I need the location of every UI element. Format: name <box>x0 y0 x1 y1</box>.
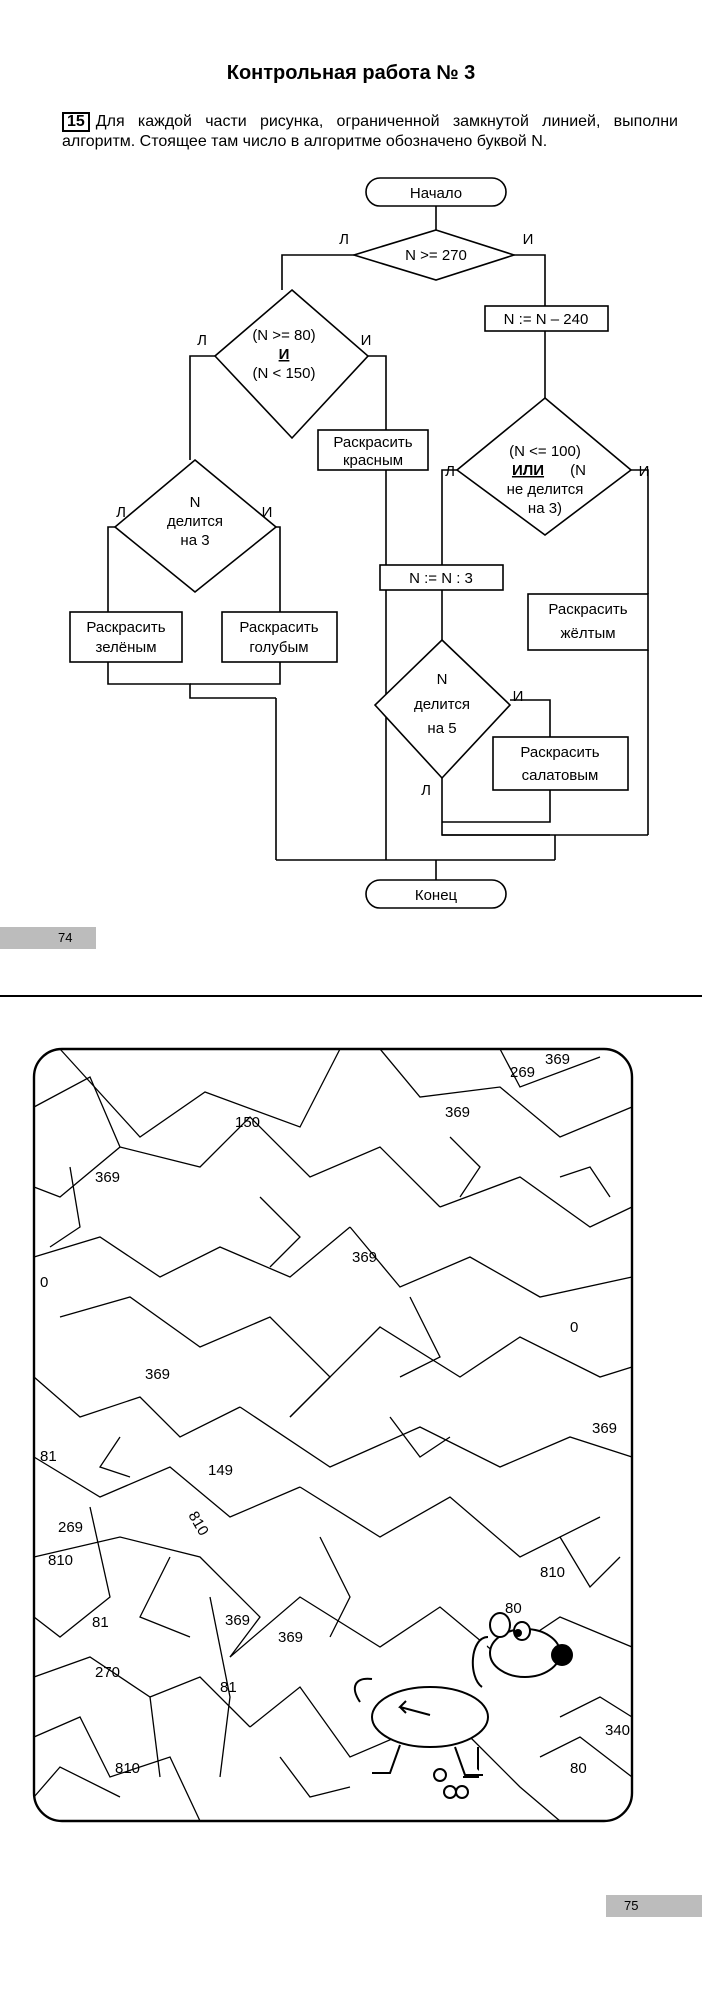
region-numbers: 369 269 150 369 369 369 0 0 369 369 81 149 269 810 810… <box>40 1051 630 1777</box>
task-number: 15 <box>62 112 90 132</box>
region-number: 810 <box>48 1552 73 1569</box>
region-lines <box>33 1048 633 1822</box>
cond-div5-line3: на 5 <box>427 720 456 737</box>
condition-left <box>213 288 370 440</box>
page-number: 75 <box>624 1898 639 1913</box>
region-number: 269 <box>58 1519 83 1536</box>
region-number: 340 <box>605 1722 630 1739</box>
region-number: 149 <box>208 1462 233 1479</box>
cond-left-line1: (N >= 80) <box>252 327 315 344</box>
yes-label: И <box>639 463 650 480</box>
dog-illustration <box>353 1612 573 1799</box>
cond-div3-line1: N <box>190 494 201 511</box>
no-label: Л <box>445 463 455 480</box>
paint-blue-line1: Раскрасить <box>239 619 318 636</box>
region-number: 269 <box>510 1064 535 1081</box>
page-number: 74 <box>58 930 73 945</box>
paint-green-line2: зелёным <box>95 639 156 656</box>
paint-yellow-box <box>527 593 649 651</box>
region-number: 369 <box>545 1051 570 1068</box>
page-title: Контрольная работа № 3 <box>226 62 476 84</box>
region-number: 80 <box>505 1600 522 1617</box>
page-divider <box>0 995 702 997</box>
cond-left-line2: (N < 150) <box>253 365 316 382</box>
paint-blue-line2: голубым <box>249 639 308 656</box>
page-number-bar: 74 <box>0 927 96 949</box>
region-number: 810 <box>540 1564 565 1581</box>
start-label: Начало <box>410 185 462 202</box>
paint-yellow-line2: жёлтым <box>560 625 615 642</box>
region-number: 369 <box>225 1612 250 1629</box>
assign-sub-text: N := N – 240 <box>504 311 589 328</box>
region-number: 810 <box>115 1760 140 1777</box>
end-label: Конец <box>415 887 458 904</box>
cond-right-n: (N <box>570 462 586 479</box>
yes-label: И <box>513 688 524 705</box>
cond-div3-line2: делится <box>167 513 223 530</box>
region-number: 369 <box>352 1249 377 1266</box>
region-number: 80 <box>570 1760 587 1777</box>
cond-main-text: N >= 270 <box>405 247 467 264</box>
yes-label: И <box>523 231 534 248</box>
cond-right-line1: (N <= 100) <box>509 443 581 460</box>
cond-div5-line2: делится <box>414 696 470 713</box>
paint-red-line1: Раскрасить <box>333 434 412 451</box>
yes-label: И <box>361 332 372 349</box>
yes-label: И <box>262 504 273 521</box>
region-number: 369 <box>95 1169 120 1186</box>
condition-main <box>351 229 517 281</box>
cond-right-line2: не делится <box>507 481 584 498</box>
no-label: Л <box>116 504 126 521</box>
region-number: 81 <box>92 1614 109 1631</box>
region-number: 369 <box>445 1104 470 1121</box>
assign-div-text: N := N : 3 <box>409 570 473 587</box>
region-number: 150 <box>235 1114 260 1131</box>
picture-frame <box>32 1047 634 1823</box>
region-number: 810 <box>185 1509 212 1539</box>
puzzle-picture: 369 269 150 369 369 369 0 0 369 369 81 149 269 810 810… <box>32 1047 634 1823</box>
cond-div5-line1: N <box>437 671 448 688</box>
condition-right <box>455 396 633 536</box>
no-label: Л <box>339 231 349 248</box>
page-75: 369 269 150 369 369 369 0 0 369 369 81 149 269 810 810… <box>0 997 702 1994</box>
assign-div-box <box>379 564 504 591</box>
region-number: 369 <box>278 1629 303 1646</box>
region-number: 81 <box>40 1448 57 1465</box>
cond-div3-line3: на 3 <box>180 532 209 549</box>
region-number: 81 <box>220 1679 237 1696</box>
cond-right-or: ИЛИ <box>512 462 544 479</box>
region-number: 0 <box>570 1319 578 1336</box>
paint-lime-line2: салатовым <box>522 767 599 784</box>
condition-div3 <box>113 458 278 594</box>
region-number: 369 <box>592 1420 617 1437</box>
cond-left-and: И <box>279 346 290 363</box>
paint-red-line2: красным <box>343 452 403 469</box>
paint-green-box <box>69 611 183 663</box>
paint-lime-box <box>492 736 629 791</box>
paint-blue-box <box>221 611 338 663</box>
connector-lines <box>107 206 649 880</box>
page-number-bar: 75 <box>606 1895 702 1917</box>
no-label: Л <box>421 782 431 799</box>
paint-lime-line1: Раскрасить <box>520 744 599 761</box>
paint-green-line1: Раскрасить <box>86 619 165 636</box>
region-number: 369 <box>145 1366 170 1383</box>
task-text: Для каждой части рисунка, ограниченной з… <box>62 113 678 150</box>
condition-div5 <box>373 638 512 780</box>
no-label: Л <box>197 332 207 349</box>
cond-right-line3: на 3) <box>528 500 562 517</box>
assign-sub-box <box>484 305 609 332</box>
region-number: 0 <box>40 1274 48 1291</box>
paint-red-box <box>317 429 429 471</box>
paint-yellow-line1: Раскрасить <box>548 601 627 618</box>
region-number: 270 <box>95 1664 120 1681</box>
flowchart: Начало Конец N >= 270 Л И (N >= 80) И (N… <box>69 177 650 909</box>
